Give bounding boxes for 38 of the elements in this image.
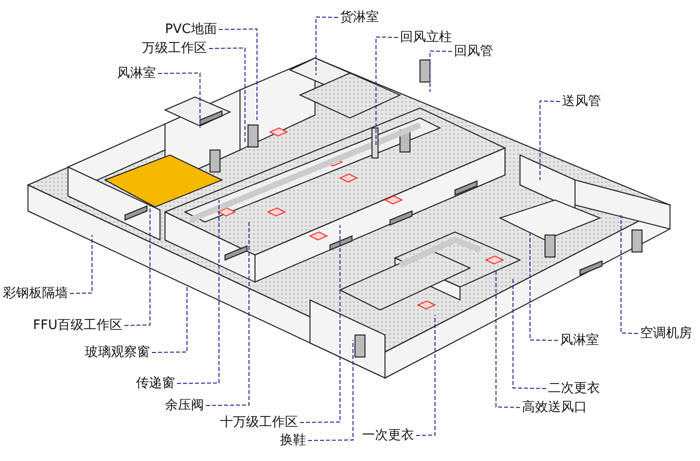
- leader-line: [152, 284, 188, 353]
- leader-line: [70, 234, 92, 294]
- callout-label: 送风管: [562, 94, 601, 109]
- callout-label: 回风立柱: [400, 30, 452, 45]
- leader-line: [620, 214, 638, 334]
- callout-label: 货淋室: [340, 10, 379, 25]
- callout-label: PVC地面: [165, 22, 217, 37]
- leader-line: [206, 220, 250, 406]
- leader-line: [208, 48, 246, 142]
- leader-line: [218, 28, 258, 120]
- leader-line: [430, 50, 452, 92]
- leader-line: [158, 72, 200, 128]
- callout-label: 余压阀: [165, 398, 204, 413]
- leader-line: [416, 314, 436, 436]
- leader-line: [124, 204, 150, 326]
- callout-label: 回风管: [454, 44, 493, 59]
- callout-label: 换鞋: [280, 433, 306, 448]
- callout-label: 二次更衣: [548, 381, 600, 396]
- callout-label: 传递窗: [136, 376, 175, 391]
- callout-label: 高效送风口: [522, 400, 587, 415]
- leader-line: [176, 200, 220, 384]
- leader-line: [530, 232, 558, 341]
- callout-label: FFU百级工作区: [33, 318, 122, 333]
- callout-label: 玻璃观察窗: [85, 345, 150, 360]
- leader-line: [512, 278, 546, 389]
- leader-line: [308, 340, 354, 441]
- callout-label: 空调机房: [640, 326, 692, 341]
- leader-line: [300, 224, 340, 423]
- callout-label: 风淋室: [560, 333, 599, 348]
- leader-line: [376, 36, 398, 146]
- leader-line: [496, 270, 520, 408]
- callout-label: 十万级工作区: [220, 415, 298, 430]
- callout-label: 一次更衣: [362, 428, 414, 443]
- callout-label: 万级工作区: [142, 41, 207, 56]
- leader-line: [316, 16, 338, 76]
- callout-label: 风淋室: [117, 66, 156, 81]
- leader-line: [540, 100, 560, 180]
- callout-label: 彩钢板隔墙: [3, 286, 68, 301]
